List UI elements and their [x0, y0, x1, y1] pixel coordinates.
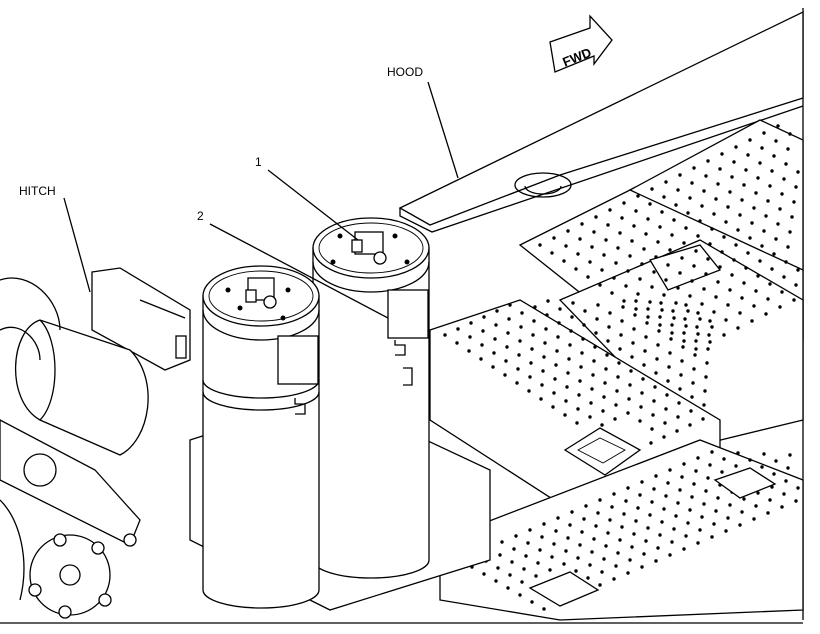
hood [398, 10, 804, 233]
hitch-leader [63, 197, 91, 293]
deck-plate-lower [439, 439, 804, 621]
grab-handle [563, 427, 642, 476]
terminal-1 [351, 231, 387, 265]
callout-2: 2 [197, 209, 204, 223]
callout-1: 1 [255, 155, 262, 169]
terminal-2 [245, 277, 277, 309]
callout-2-leader [209, 223, 389, 319]
deck-plate-right [518, 119, 804, 446]
hitch [0, 267, 191, 619]
hood-label: HOOD [387, 65, 423, 79]
cylinder-1 [312, 217, 430, 579]
callout-1-leader [267, 169, 359, 241]
forward-arrow-icon: FWD [549, 14, 613, 73]
cylinder-2 [202, 265, 320, 609]
hitch-label: HITCH [19, 184, 56, 198]
hood-leader [427, 81, 459, 179]
